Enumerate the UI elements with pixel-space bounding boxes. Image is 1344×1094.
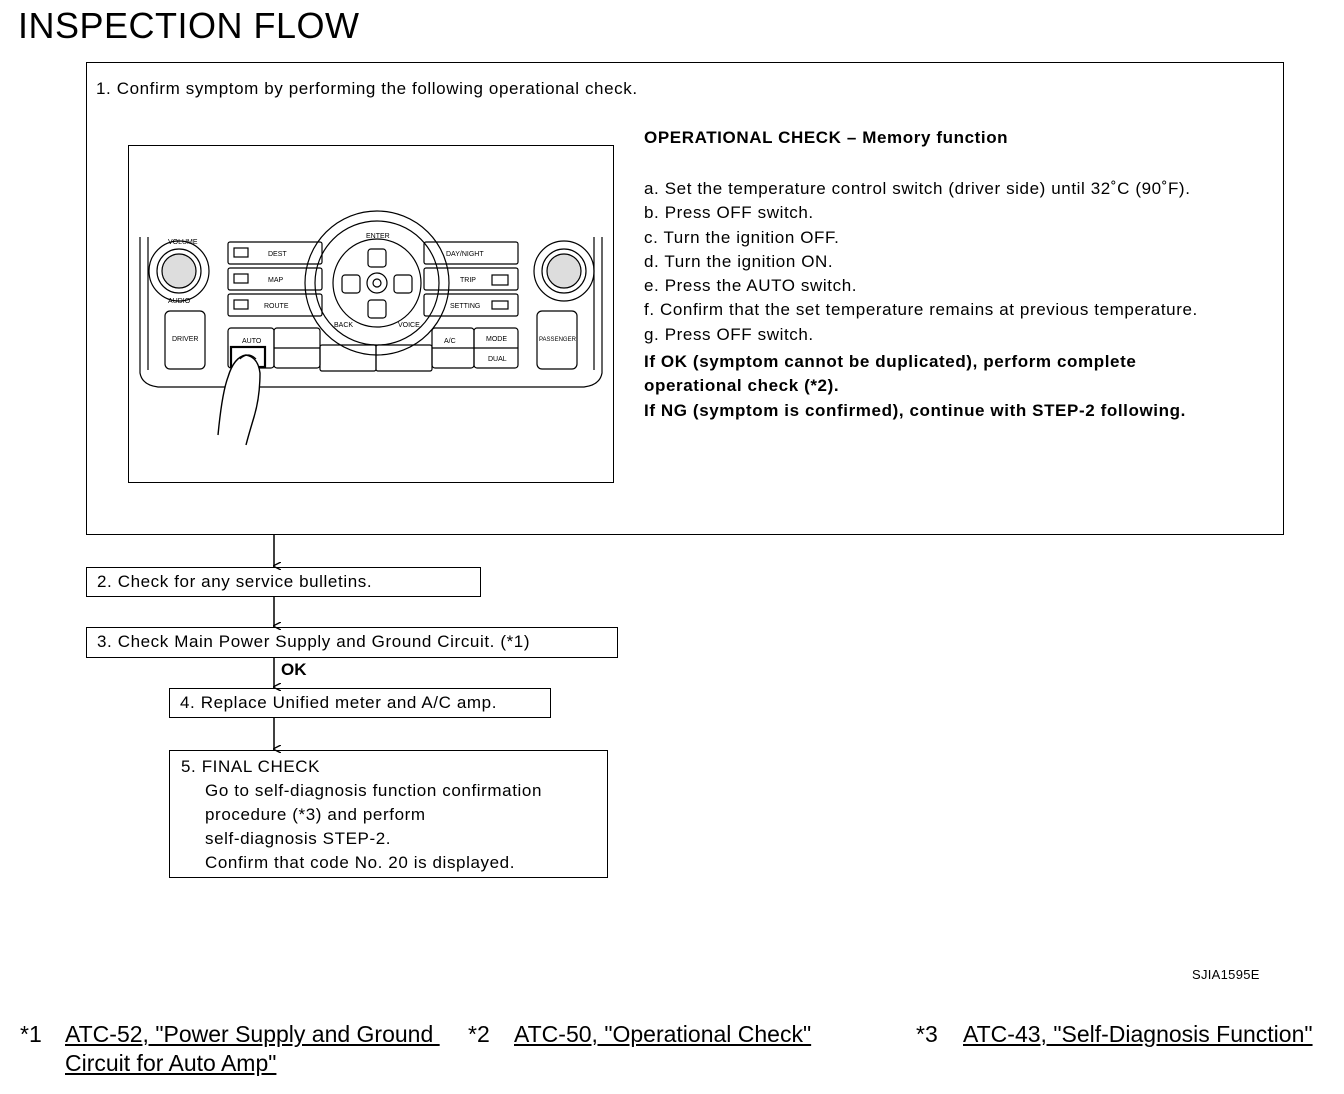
ok-label: OK [281, 660, 307, 679]
operational-check-title: OPERATIONAL CHECK – Memory function [644, 128, 1009, 147]
control-panel-illustration [128, 145, 614, 483]
step1-text: 1. Confirm symptom by performing the fol… [96, 79, 638, 98]
footnote-1-link-line-2[interactable]: Circuit for Auto Amp" [65, 1050, 277, 1076]
step3-text: 3. Check Main Power Supply and Ground Ci… [97, 632, 531, 651]
op-step-c: c. Turn the ignition OFF. [644, 227, 840, 247]
step5-line-2: procedure (*3) and perform [205, 805, 426, 824]
step5-line-4: Confirm that code No. 20 is displayed. [205, 853, 516, 872]
op-step-b: b. Press OFF switch. [644, 203, 814, 223]
footnote-1-mark: *1 [20, 1021, 42, 1047]
step5-line-1: Go to self-diagnosis function confirmati… [205, 781, 543, 800]
op-step-e: e. Press the AUTO switch. [644, 276, 858, 296]
operational-check-result: If OK (symptom cannot be duplicated), pe… [644, 350, 1186, 423]
panel-label-voice: VOICE [398, 322, 420, 329]
panel-label-map: MAP [268, 277, 284, 284]
footnote-3-mark: *3 [916, 1021, 938, 1047]
panel-label-enter: ENTER [366, 233, 390, 240]
panel-label-dual: DUAL [488, 356, 507, 363]
step5-title: 5. FINAL CHECK [181, 757, 321, 776]
step4-box: 4. Replace Unified meter and A/C amp. [169, 688, 551, 718]
step2-text: 2. Check for any service bulletins. [97, 572, 373, 591]
operational-check-steps: a. Set the temperature control switch (d… [644, 177, 1198, 347]
op-result-line-1: If OK (symptom cannot be duplicated), pe… [644, 352, 1137, 371]
panel-label-trip: TRIP [460, 277, 476, 284]
footnote-2-link[interactable]: ATC-50, "Operational Check" [514, 1021, 812, 1047]
step2-box: 2. Check for any service bulletins. [86, 567, 481, 597]
op-step-g: g. Press OFF switch. [644, 324, 814, 344]
panel-label-route: ROUTE [264, 303, 289, 310]
panel-label-ac: A/C [444, 338, 456, 345]
panel-label-day-night: DAY/NIGHT [446, 251, 484, 258]
panel-label-auto: AUTO [242, 338, 262, 345]
panel-label-mode: MODE [486, 336, 507, 343]
figure-code: SJIA1595E [1192, 967, 1260, 982]
panel-label-audio: AUDIO [168, 298, 191, 305]
footnote-2-mark: *2 [468, 1021, 490, 1047]
panel-label-dest: DEST [268, 251, 287, 258]
step5-line-3: self-diagnosis STEP-2. [205, 829, 392, 848]
panel-label-setting: SETTING [450, 303, 480, 310]
panel-label-driver: DRIVER [172, 336, 198, 343]
op-result-line-3: If NG (symptom is confirmed), continue w… [644, 400, 1186, 420]
step5-box: 5. FINAL CHECK Go to self-diagnosis func… [169, 750, 608, 878]
step1-box [86, 62, 1284, 535]
footnote-1-link-line-1[interactable]: ATC-52, "Power Supply and Ground [65, 1021, 440, 1047]
control-panel-drawing: VOLUME AUDIO DEST MAP ROUTE ENTER BACK V… [139, 210, 603, 446]
op-result-line-2: operational check (*2). [644, 376, 840, 396]
panel-label-passenger: PASSENGER [539, 337, 577, 343]
footnote-3-link[interactable]: ATC-43, "Self-Diagnosis Function" [963, 1021, 1313, 1047]
op-step-f: f. Confirm that the set temperature rema… [644, 300, 1198, 320]
panel-label-volume: VOLUME [168, 239, 198, 246]
op-step-a: a. Set the temperature control switch (d… [644, 179, 1191, 198]
step4-text: 4. Replace Unified meter and A/C amp. [180, 693, 498, 712]
panel-label-back: BACK [334, 322, 353, 329]
step3-box: 3. Check Main Power Supply and Ground Ci… [86, 627, 618, 658]
page-title: INSPECTION FLOW [18, 5, 360, 46]
op-step-d: d. Turn the ignition ON. [644, 251, 834, 271]
